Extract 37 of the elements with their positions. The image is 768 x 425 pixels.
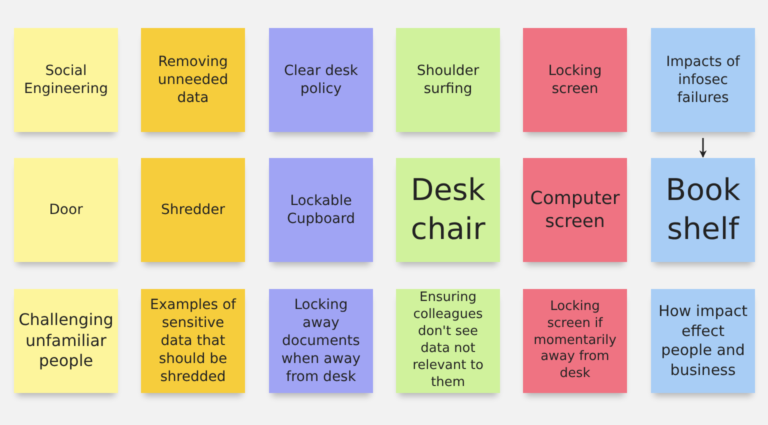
note-text: Impacts of infosec failures: [665, 52, 741, 108]
sticky-note: [523, 158, 627, 262]
note-text: Removing unneeded data: [156, 52, 230, 108]
sticky-note: [651, 28, 755, 132]
note-text: Door: [49, 200, 83, 220]
note-text: Shoulder surfing: [416, 62, 480, 98]
sticky-note: [523, 289, 627, 393]
sticky-note: [14, 289, 118, 393]
arrow: [699, 138, 707, 158]
note-text: Shredder: [161, 200, 225, 220]
sticky-note: [523, 28, 627, 132]
note-text: Clear desk policy: [283, 62, 359, 98]
sticky-note: [14, 158, 118, 262]
note-text: Locking screen: [547, 62, 603, 98]
note-text: Locking away documents when away from desk: [280, 296, 362, 386]
note-text: Computer screen: [529, 186, 621, 234]
sticky-note: [269, 28, 373, 132]
note-text: Examples of sensitive data that should be shredded: [149, 296, 238, 386]
note-text: Lockable Cupboard: [286, 192, 356, 228]
note-text: Book shelf: [664, 172, 742, 249]
note-text: Desk chair: [410, 172, 486, 249]
note-text: Locking screen if momentarily away from desk: [532, 298, 618, 384]
sticky-note: [396, 289, 500, 393]
sticky-note: [396, 28, 500, 132]
sticky-note: [651, 158, 755, 262]
sticky-note: [269, 158, 373, 262]
note-text: How impact effect people and business: [657, 302, 749, 380]
sticky-note: [269, 289, 373, 393]
sticky-note: [14, 28, 118, 132]
note-text: Challenging unfamiliar people: [18, 310, 114, 372]
sticky-note: [141, 289, 245, 393]
sticky-note: [396, 158, 500, 262]
note-text: Ensuring colleagues don't see data not relevant to them: [412, 290, 484, 392]
sticky-note: [651, 289, 755, 393]
note-text: Social Engineering: [23, 62, 109, 98]
sticky-note: [141, 28, 245, 132]
sticky-note: [141, 158, 245, 262]
